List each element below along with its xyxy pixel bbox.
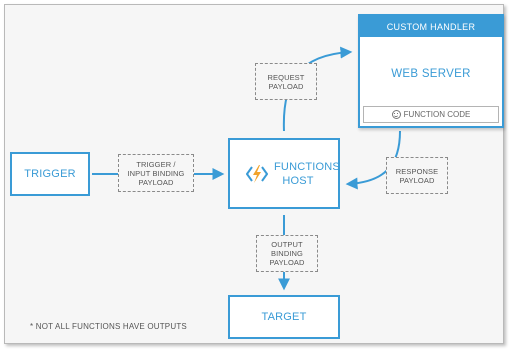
function-code-badge: FUNCTION CODE: [363, 106, 499, 123]
trigger-node: TRIGGER: [10, 152, 90, 196]
trigger-label: TRIGGER: [24, 168, 76, 180]
functions-host-node: FUNCTIONS HOST: [228, 138, 340, 209]
output-binding-payload: OUTPUT BINDING PAYLOAD: [256, 235, 318, 272]
footnote: * NOT ALL FUNCTIONS HAVE OUTPUTS: [30, 322, 187, 331]
trigger-input-payload: TRIGGER / INPUT BINDING PAYLOAD: [118, 154, 194, 192]
web-server-label: WEB SERVER: [391, 68, 471, 80]
target-node: TARGET: [228, 295, 340, 339]
custom-handler-box: CUSTOM HANDLER WEB SERVER FUNCTION CODE: [358, 14, 504, 128]
functions-host-label: FUNCTIONS HOST: [274, 160, 340, 187]
smiley-icon: [391, 110, 401, 119]
response-payload: RESPONSE PAYLOAD: [386, 157, 448, 194]
azure-functions-lightning-icon: [246, 164, 268, 183]
request-payload: REQUEST PAYLOAD: [255, 63, 317, 100]
function-code-label: FUNCTION CODE: [403, 110, 471, 119]
target-label: TARGET: [261, 311, 307, 323]
custom-handler-header: CUSTOM HANDLER: [360, 16, 502, 37]
